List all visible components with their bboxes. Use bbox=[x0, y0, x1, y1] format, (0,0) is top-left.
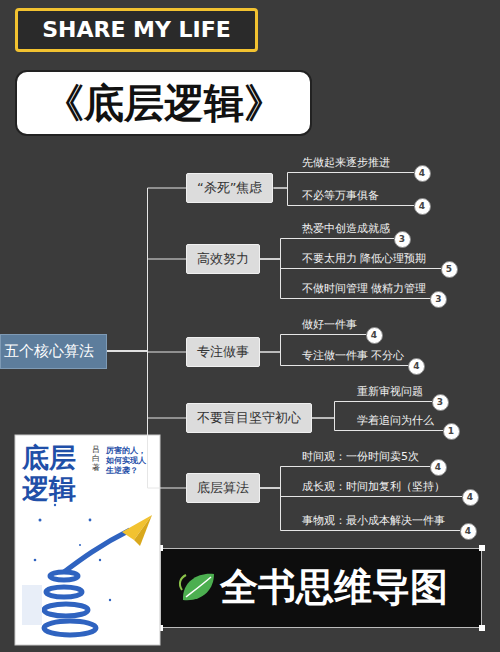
leaf-item: 重新审视问题 bbox=[355, 385, 432, 402]
branch-box: 高效努力 bbox=[186, 244, 260, 274]
node-text: 不要盲目坚守初心 bbox=[197, 409, 301, 427]
leaf-item: 学着追问为什么 bbox=[355, 414, 443, 431]
tree-connector bbox=[107, 188, 186, 351]
root-box: 五个核心算法 bbox=[0, 334, 107, 369]
leaf-item: 事物观：最小成本解决一件事 bbox=[300, 514, 460, 531]
cover-title: 底层 bbox=[22, 443, 76, 473]
tree-connector bbox=[260, 488, 300, 531]
cover-tagline: 厉害的人，如何实现人生逆袭？ bbox=[106, 446, 152, 476]
branch-box: “杀死”焦虑 bbox=[186, 173, 273, 203]
leaf-item: 不做时间管理 做精力管理 bbox=[300, 282, 431, 299]
node-text: 做好一件事 bbox=[302, 318, 362, 332]
branch-box: 不要盲目坚守初心 bbox=[186, 403, 312, 433]
tree-connector bbox=[260, 352, 300, 366]
node-text: 不做时间管理 做精力管理 bbox=[302, 282, 427, 296]
selection-frame bbox=[161, 549, 482, 628]
node-text: 事物观：最小成本解决一件事 bbox=[302, 514, 456, 528]
tree-connector bbox=[260, 259, 300, 299]
caption-band bbox=[160, 548, 482, 628]
leaf-item: 不要太用力 降低心理预期 bbox=[300, 252, 441, 269]
cover-title: 逻辑 bbox=[22, 474, 76, 504]
caption-text: 全书思维导图 bbox=[220, 562, 448, 612]
callout-number: 4 bbox=[460, 523, 477, 540]
node-text: 热爱中创造成就感 bbox=[302, 222, 390, 236]
callout-number: 1 bbox=[443, 423, 460, 440]
callout-number: 3 bbox=[432, 394, 449, 411]
node-text: 成长观：时间加复利（坚持） bbox=[302, 480, 458, 494]
node-text: 学着追问为什么 bbox=[357, 414, 439, 428]
tree-connector bbox=[260, 239, 300, 260]
tree-connector bbox=[107, 351, 186, 418]
cover-author: 吕白 著 bbox=[92, 446, 100, 472]
leaf-icon bbox=[180, 574, 214, 601]
callout-number: 4 bbox=[408, 358, 425, 375]
callout-number: 4 bbox=[414, 165, 431, 182]
tree-connector bbox=[273, 173, 300, 189]
tree-connector bbox=[273, 188, 300, 206]
node-text: “杀死”焦虑 bbox=[197, 179, 262, 197]
node-text: 时间观：一份时间卖5次 bbox=[302, 450, 426, 464]
callout-number: 4 bbox=[414, 198, 431, 215]
leaf-item: 专注做一件事 不分心 bbox=[300, 349, 409, 366]
frame-handle bbox=[479, 545, 485, 551]
node-text: 不必等万事俱备 bbox=[302, 189, 410, 203]
tree-connector bbox=[260, 335, 300, 353]
tree-connector bbox=[107, 351, 186, 488]
tree-connector bbox=[312, 418, 355, 431]
leaf-item: 做好一件事 bbox=[300, 318, 366, 335]
book-cover bbox=[15, 435, 160, 645]
callout-number: 4 bbox=[462, 489, 479, 506]
leaf-item: 热爱中创造成就感 bbox=[300, 222, 394, 239]
node-text: 五个核心算法 bbox=[4, 342, 94, 361]
leaf-item: 先做起来逐步推进 bbox=[300, 156, 414, 173]
node-text: 专注做事 bbox=[197, 343, 249, 361]
leaf-item: 不必等万事俱备 bbox=[300, 189, 414, 206]
callout-number: 4 bbox=[430, 459, 447, 476]
node-text: 重新审视问题 bbox=[357, 385, 428, 399]
branch-box: 专注做事 bbox=[186, 337, 260, 367]
node-text: 不要太用力 降低心理预期 bbox=[302, 252, 437, 266]
node-text: 高效努力 bbox=[197, 250, 249, 268]
callout-number: 4 bbox=[366, 327, 383, 344]
frame-handle bbox=[479, 625, 485, 631]
tree-connector bbox=[260, 467, 300, 489]
tree-connector bbox=[312, 402, 355, 419]
callout-number: 5 bbox=[441, 261, 458, 278]
leaf-item: 时间观：一份时间卖5次 bbox=[300, 450, 430, 467]
node-text: 先做起来逐步推进 bbox=[302, 156, 410, 170]
node-text: 专注做一件事 不分心 bbox=[302, 349, 405, 363]
title-box: 《底层逻辑》 bbox=[15, 70, 312, 136]
branch-box: 底层算法 bbox=[186, 473, 260, 503]
brand-tag: SHARE MY LIFE bbox=[15, 8, 258, 52]
callout-number: 3 bbox=[394, 231, 411, 248]
callout-number: 3 bbox=[430, 291, 447, 308]
tree-connector bbox=[107, 259, 186, 351]
leaf-item: 成长观：时间加复利（坚持） bbox=[300, 480, 462, 497]
node-text: 底层算法 bbox=[197, 479, 249, 497]
